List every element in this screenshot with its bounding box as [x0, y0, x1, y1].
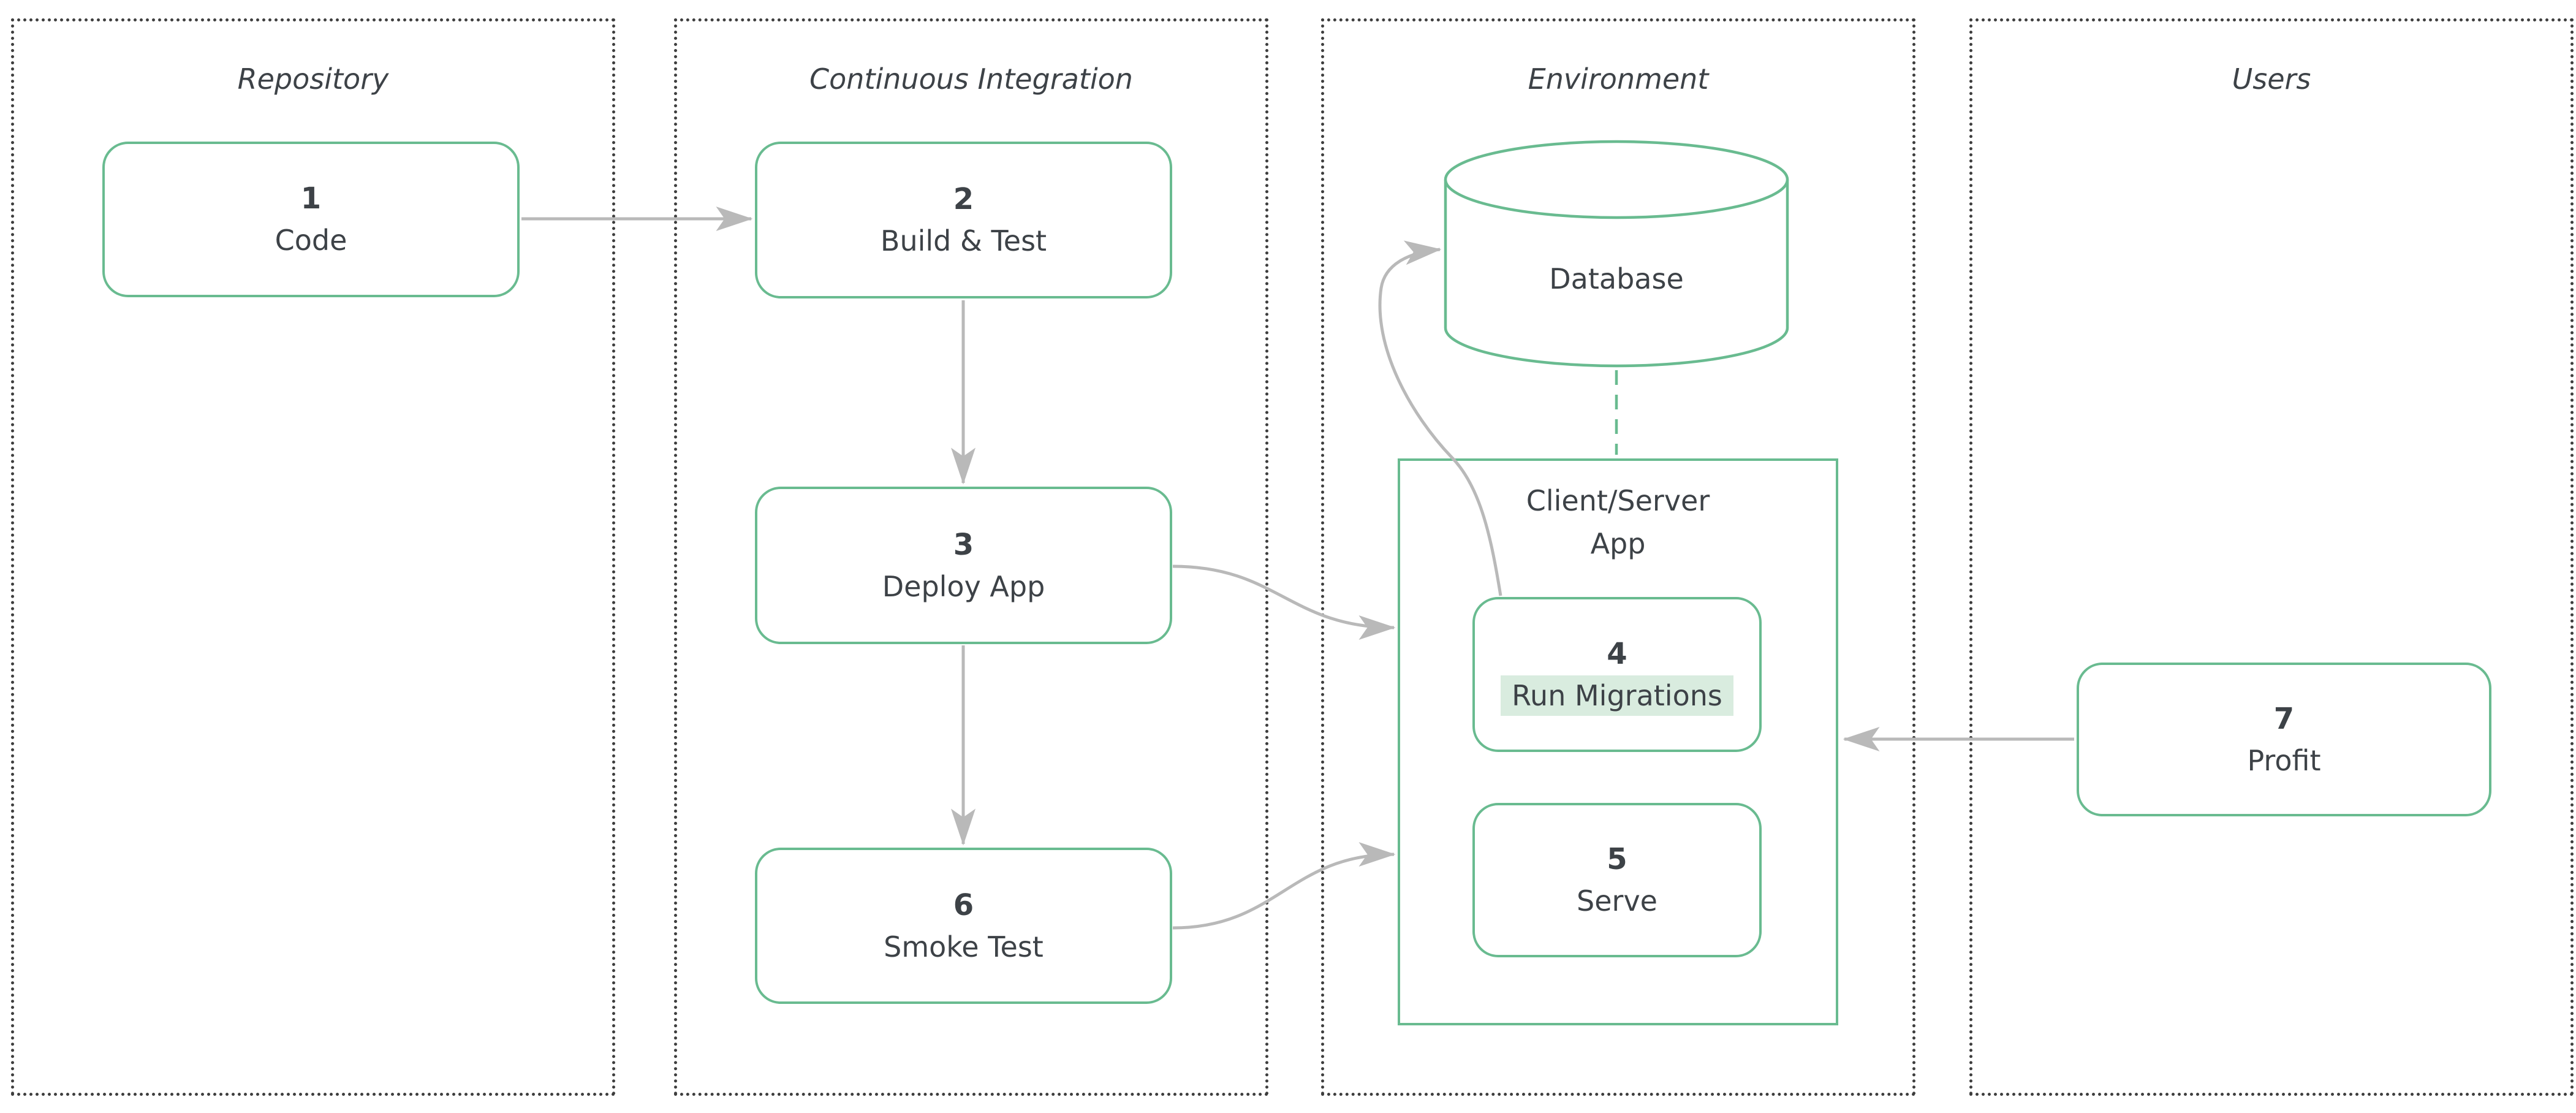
client-server-app-title-line1: Client/Server	[1526, 484, 1710, 517]
column-users: Users	[1969, 18, 2574, 1096]
node-deploy-app: 3 Deploy App	[755, 487, 1172, 644]
column-title-users: Users	[2232, 63, 2311, 96]
node-serve: 5 Serve	[1472, 803, 1762, 957]
node-build-test-number: 2	[953, 182, 974, 216]
database-label: Database	[1549, 262, 1684, 295]
node-run-migrations-label: Run Migrations	[1501, 675, 1733, 716]
node-code-number: 1	[300, 181, 322, 216]
node-profit: 7 Profit	[2077, 663, 2491, 816]
node-profit-number: 7	[2273, 701, 2295, 736]
node-smoke-test: 6 Smoke Test	[755, 848, 1172, 1004]
column-title-environment: Environment	[1528, 63, 1709, 96]
column-environment: Environment	[1321, 18, 1915, 1096]
column-title-continuous-integration: Continuous Integration	[809, 63, 1133, 96]
node-smoke-test-label: Smoke Test	[884, 930, 1044, 963]
node-run-migrations: 4 Run Migrations	[1472, 597, 1762, 752]
node-code-label: Code	[275, 224, 347, 257]
column-continuous-integration: Continuous Integration	[674, 18, 1268, 1096]
node-serve-number: 5	[1607, 842, 1627, 876]
node-build-test: 2 Build & Test	[755, 142, 1172, 298]
node-code: 1 Code	[102, 142, 520, 297]
node-profit-label: Profit	[2247, 743, 2321, 777]
node-serve-label: Serve	[1577, 884, 1657, 917]
node-deploy-app-label: Deploy App	[882, 569, 1045, 603]
column-repository: Repository	[11, 18, 615, 1096]
node-build-test-label: Build & Test	[880, 224, 1047, 257]
client-server-app-title-line2: App	[1590, 527, 1646, 560]
column-title-repository: Repository	[237, 63, 389, 96]
client-server-app-title: Client/Server App	[1400, 461, 1836, 565]
node-deploy-app-number: 3	[953, 527, 974, 562]
run-migrations-highlight: Run Migrations	[1501, 675, 1733, 716]
node-run-migrations-number: 4	[1607, 636, 1627, 671]
node-smoke-test-number: 6	[953, 887, 974, 922]
